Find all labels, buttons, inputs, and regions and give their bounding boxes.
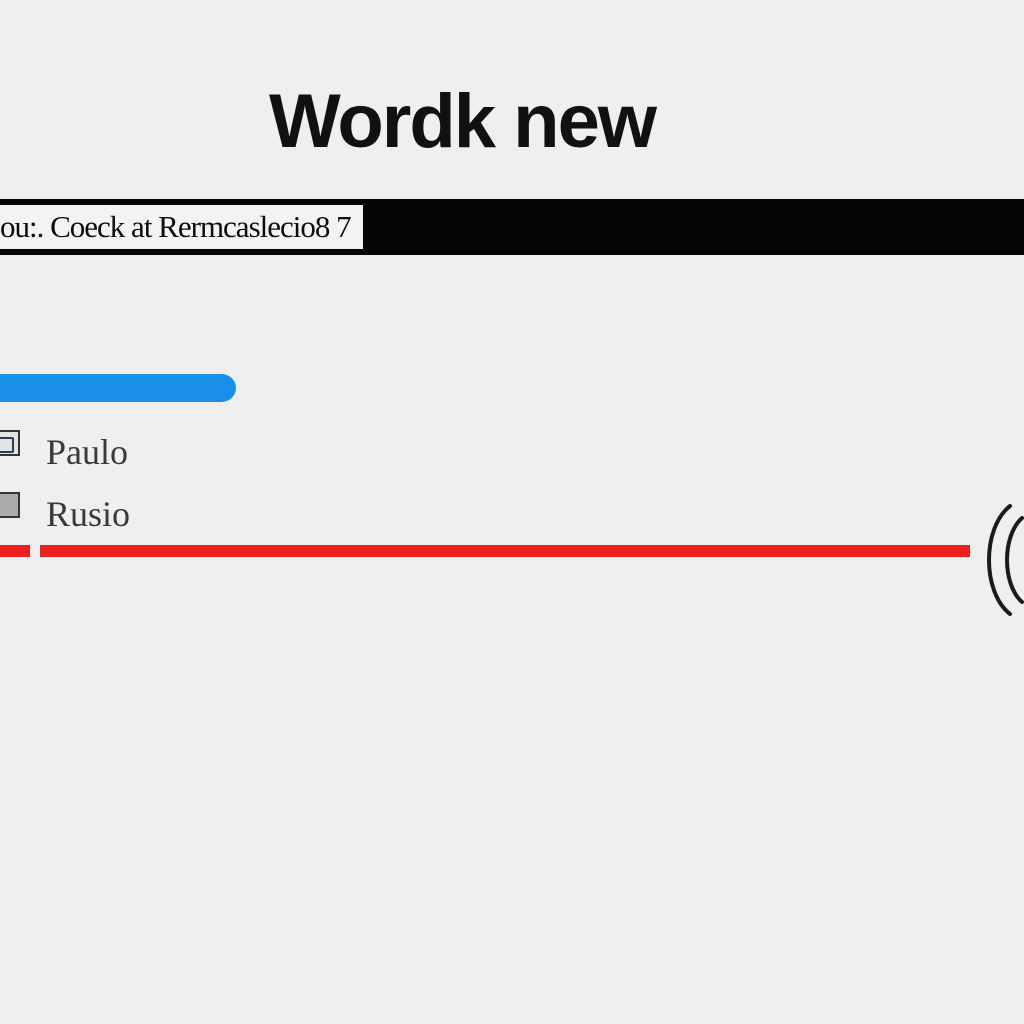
- divider-line: [40, 545, 970, 557]
- sound-wave-icon[interactable]: [980, 498, 1024, 622]
- option-label: Rusio: [46, 494, 131, 534]
- checkbox-icon[interactable]: [0, 492, 20, 518]
- progress-bar: [0, 374, 236, 402]
- command-bar[interactable]: ou:. Coeck at Rermcaslecio8 7: [0, 199, 1024, 255]
- command-text: ou:. Coeck at Rermcaslecio8 7: [0, 205, 363, 249]
- page-title: Wordk new: [269, 79, 657, 164]
- option-label: Paulo: [46, 432, 129, 472]
- divider-line: [0, 545, 30, 557]
- checkbox-icon[interactable]: [0, 430, 20, 456]
- progress-fill: [0, 374, 236, 402]
